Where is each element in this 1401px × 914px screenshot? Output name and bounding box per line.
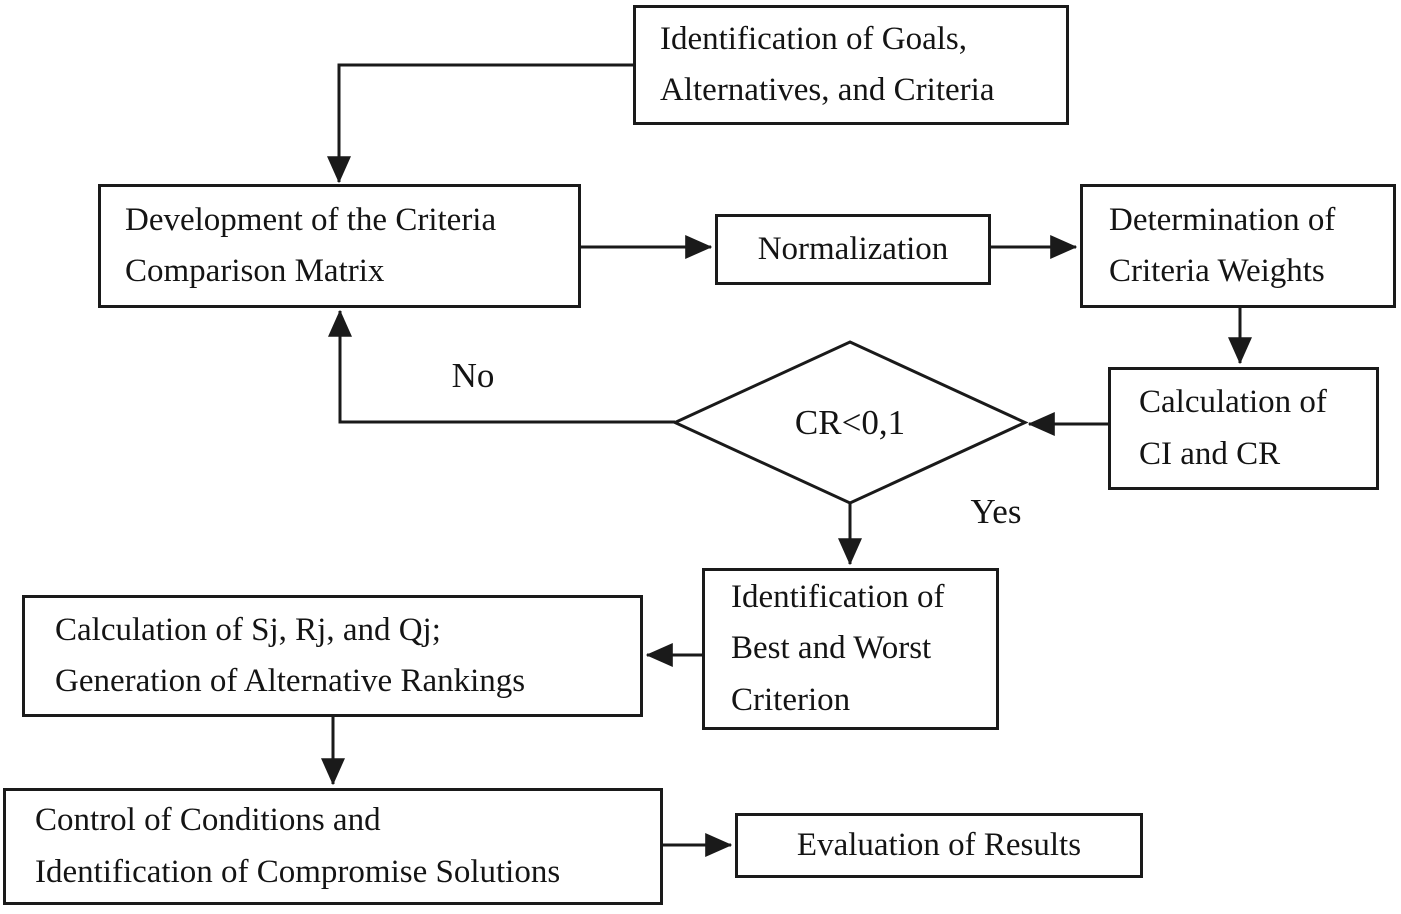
node-best-worst-criterion: Identification of Best and Worst Criteri… [702,568,999,730]
node-evaluation-results: Evaluation of Results [735,813,1143,878]
node-sj-rj-qj-rankings: Calculation of Sj, Rj, and Qj; Generatio… [22,595,643,717]
edge-goals-to-matrix [327,63,633,184]
node-decision-cr-label: CR<0,1 [794,402,906,442]
edge-decision-no-to-matrix [328,309,675,424]
node-criteria-weights: Determination of Criteria Weights [1080,184,1396,308]
node-control-conditions: Control of Conditions and Identification… [3,788,663,905]
node-criteria-comparison-matrix: Development of the Criteria Comparison M… [98,184,581,308]
node-identification-goals: Identification of Goals, Alternatives, a… [633,5,1069,125]
node-calculation-ci-cr: Calculation of CI and CR [1108,367,1379,490]
node-normalization: Normalization [715,214,991,285]
edge-label-yes: Yes [970,492,1022,531]
edge-label-no: No [451,356,495,395]
decision-diamond-shape [671,340,1029,505]
